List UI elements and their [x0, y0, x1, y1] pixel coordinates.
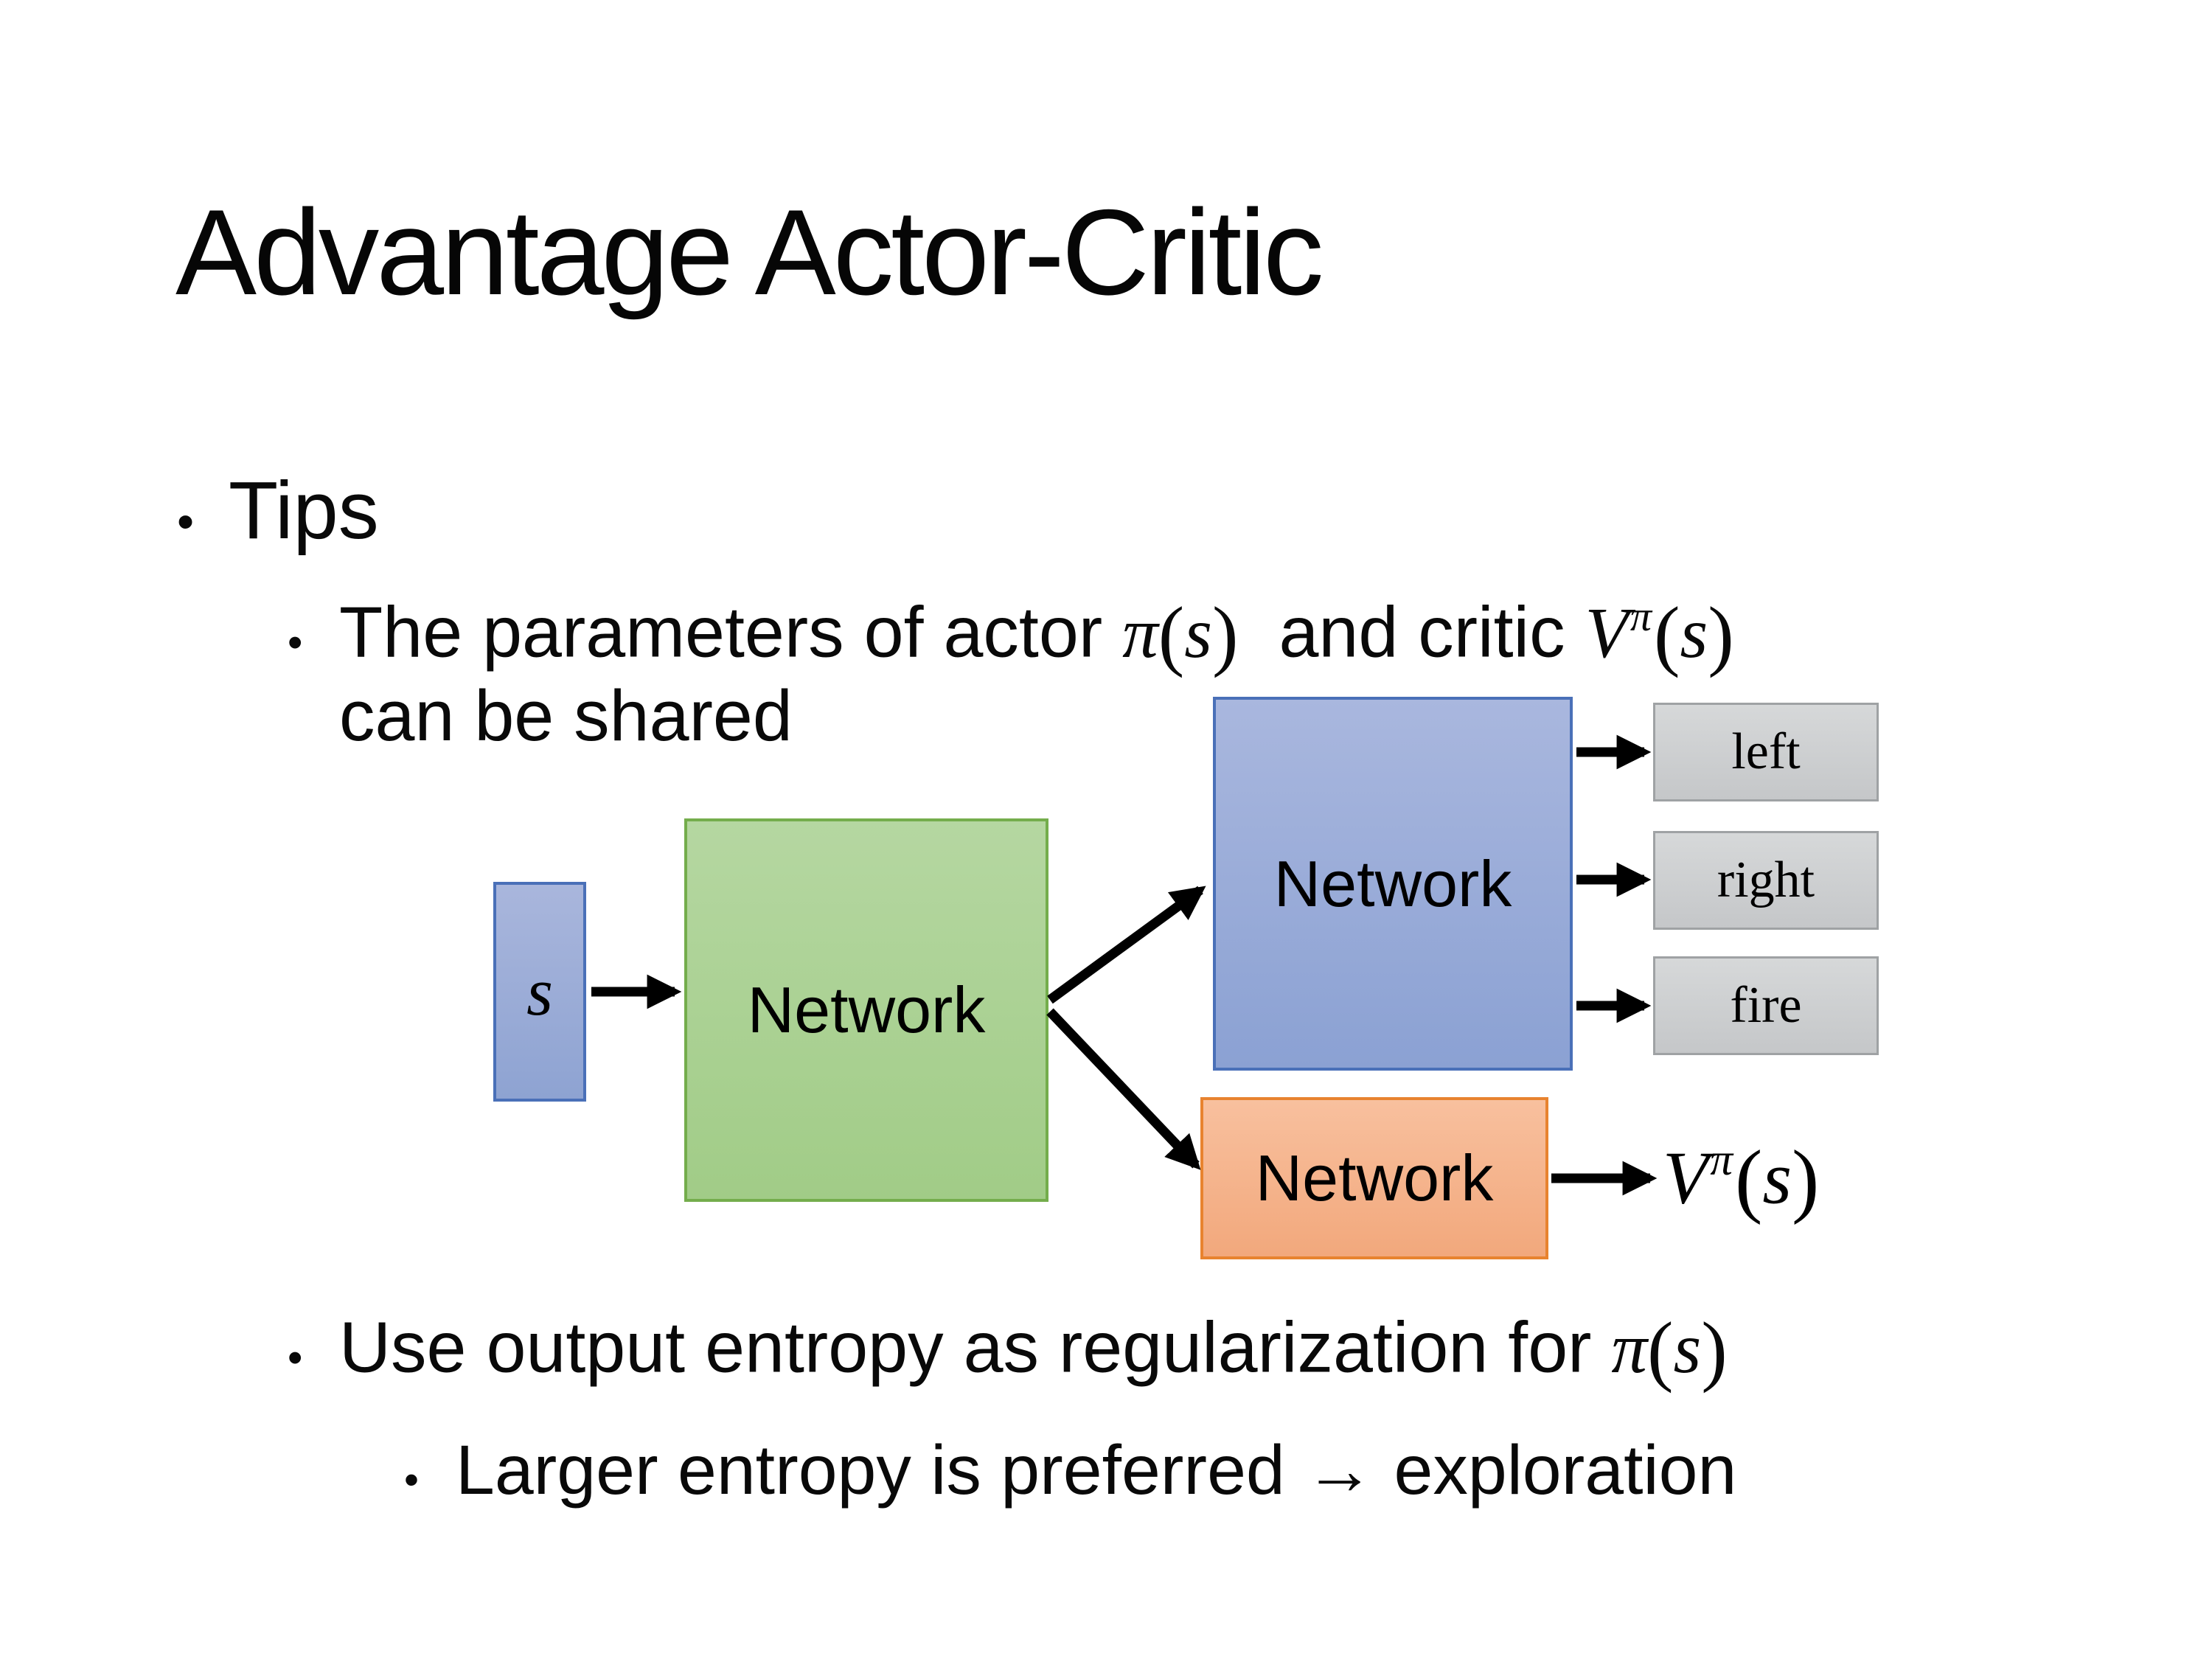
critic-network-box: Network [1200, 1097, 1548, 1259]
arrow-shared-to-actor [1047, 886, 1206, 1004]
bullet-marker: • [404, 1456, 419, 1503]
tips-label: Tips [229, 465, 379, 556]
page-title: Advantage Actor-Critic [175, 184, 1324, 320]
actor-pi-s-math: π(s) [1122, 591, 1239, 678]
arrow-shared-to-critic [1046, 1008, 1201, 1170]
bullet-marker: • [177, 494, 195, 549]
state-input-label: s [526, 954, 553, 1029]
bullet-shared-params-line2: can be shared [339, 675, 793, 758]
pi-superscript: π [1630, 591, 1652, 640]
v-symbol: V [1585, 593, 1629, 672]
actor-network-label: Network [1273, 846, 1512, 920]
bullet-entropy-reg: • Use output entropy as regularization fo… [288, 1305, 1728, 1397]
shared-params-prefix: The parameters of actor [339, 591, 1103, 672]
bullet-larger-entropy: • Larger entropy is preferred → explorati… [404, 1430, 1736, 1511]
action-box-right: right [1653, 831, 1879, 930]
shared-params-line2-text: can be shared [339, 675, 793, 756]
state-input-box: s [493, 882, 586, 1102]
value-v-pi-s-math: Vπ(s) [1663, 1133, 1820, 1225]
bullet-marker: • [288, 618, 303, 667]
bullet-shared-params: • The parameters of actor π(s) and critic… [288, 590, 1734, 681]
critic-network-label: Network [1255, 1141, 1494, 1214]
entropy-reg-text: Use output entropy as regularization for [339, 1307, 1592, 1388]
critic-value-output: Vπ(s) [1663, 1127, 1819, 1233]
action-box-fire: fire [1653, 956, 1879, 1055]
actor-network-box: Network [1213, 697, 1573, 1071]
bullet-marker: • [288, 1333, 303, 1382]
action-label-left: left [1731, 723, 1801, 780]
action-label-right: right [1717, 852, 1815, 908]
shared-network-box: Network [684, 818, 1048, 1202]
larger-entropy-text: Larger entropy is preferred → exploratio… [456, 1431, 1737, 1509]
action-box-left: left [1653, 703, 1879, 801]
pi-symbol: π [1122, 593, 1158, 672]
action-label-fire: fire [1730, 977, 1802, 1034]
shared-network-label: Network [747, 973, 986, 1046]
critic-v-pi-s-math: Vπ(s) [1585, 591, 1734, 678]
bullet-tips: • Tips [177, 464, 379, 558]
shared-params-mid: and critic [1279, 591, 1565, 672]
entropy-pi-s-math: π(s) [1611, 1307, 1728, 1394]
